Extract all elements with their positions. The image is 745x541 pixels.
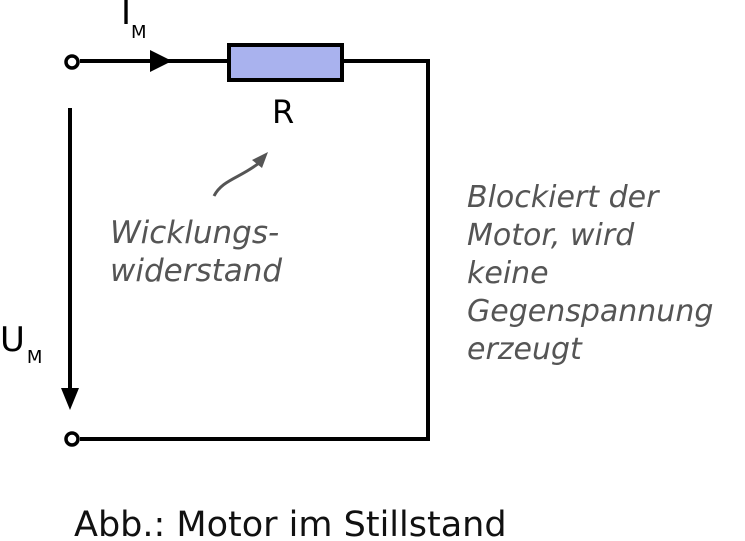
annotation-pointer-head	[252, 152, 268, 168]
current-symbol: I	[121, 0, 131, 33]
side-note: Blockiert der Motor, wird keine Gegenspa…	[467, 180, 723, 367]
voltage-symbol: U	[0, 320, 25, 360]
figure-caption: Abb.: Motor im Stillstand	[74, 505, 507, 541]
voltage-subscript: M	[27, 347, 43, 368]
winding-annotation: Wicklungs- widerstand	[110, 215, 289, 289]
note-line-4: Gegenspannung	[467, 294, 713, 329]
note-line-1: Blockiert der	[467, 180, 660, 215]
current-arrow	[150, 50, 172, 72]
note-line-2: Motor, wird	[467, 218, 635, 253]
terminal-bottom	[64, 431, 80, 447]
note-line-3: keine	[467, 256, 549, 291]
annotation-pointer	[212, 161, 260, 197]
voltage-arrow-head	[61, 388, 79, 410]
annotation-line-1: Wicklungs-	[110, 215, 279, 251]
terminal-top	[64, 54, 80, 70]
note-line-5: erzeugt	[467, 332, 583, 367]
resistor	[227, 43, 344, 82]
current-label: IM	[121, 0, 147, 43]
annotation-line-2: widerstand	[110, 253, 282, 289]
resistor-label: R	[272, 93, 294, 131]
current-subscript: M	[131, 22, 147, 43]
